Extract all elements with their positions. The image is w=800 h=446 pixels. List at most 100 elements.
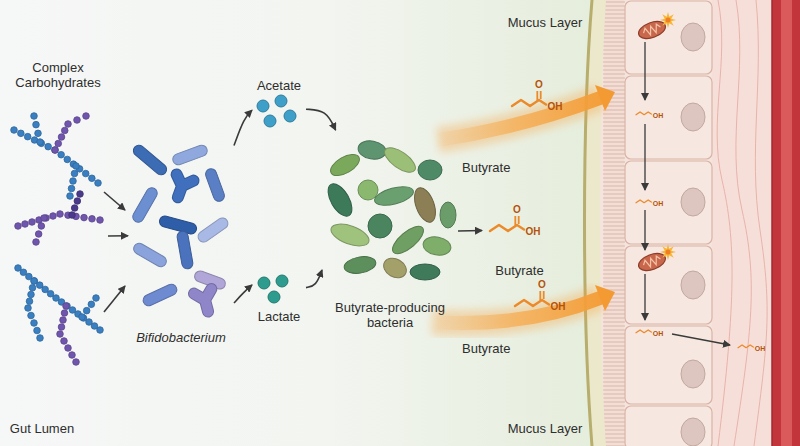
label-block: Acetate — [252, 78, 306, 93]
atom-label: OH — [548, 102, 563, 112]
region-label: Gut Lumen — [10, 422, 74, 435]
atom-label: OH — [755, 345, 766, 352]
sugar-unit — [81, 214, 88, 221]
sugar-unit — [26, 298, 33, 305]
sugar-unit — [35, 130, 42, 137]
sugar-unit — [71, 205, 78, 212]
metabolite-dot — [268, 291, 280, 303]
illustration-part — [169, 174, 193, 200]
illustration-part — [636, 18, 667, 42]
butyrate-molecules — [490, 91, 753, 348]
sugar-unit — [31, 113, 38, 120]
illustration-part — [194, 289, 217, 314]
epithelial-cell — [625, 161, 712, 244]
mitochondrion — [636, 250, 667, 274]
sugar-unit — [57, 331, 64, 338]
illustration-part — [642, 255, 662, 269]
double-bond — [537, 91, 540, 101]
sugar-unit — [31, 278, 38, 285]
bacterium-cell — [343, 254, 377, 275]
epithelial-cell — [625, 76, 712, 159]
metabolite-label: Acetate — [252, 78, 306, 93]
metabolite-label: Butyrate — [462, 341, 562, 356]
metabolite-dot — [264, 115, 276, 127]
molecule-skeleton — [515, 300, 549, 306]
illustration-part — [660, 244, 676, 260]
cell-nucleus — [681, 360, 705, 388]
cell-nucleus — [681, 188, 705, 216]
cell-nucleus — [681, 418, 705, 446]
sugar-unit — [89, 216, 96, 223]
metabolite-group: Lactate — [252, 272, 306, 324]
butyrate-molecule — [738, 345, 753, 348]
group-label: Complex Carbohydrates — [8, 60, 108, 90]
sugar-unit — [55, 140, 62, 147]
butyrate-molecule — [636, 200, 651, 203]
sugar-unit — [79, 314, 86, 321]
microvilli — [603, 0, 625, 446]
bacterium-cell — [368, 214, 392, 238]
molecule-skeleton — [636, 200, 651, 203]
flow-arrow — [306, 270, 322, 288]
region-label: Mucus Layer — [508, 16, 582, 29]
butyrate-molecule — [636, 112, 651, 115]
lumen-ground — [0, 0, 600, 446]
atom-label: OH — [653, 112, 664, 119]
sugar-unit — [61, 338, 68, 345]
sugar-unit — [93, 295, 100, 302]
illustration-part — [169, 174, 193, 200]
molecule-skeleton — [512, 100, 546, 106]
sugar-unit — [63, 303, 70, 310]
sugar-unit — [82, 170, 89, 177]
label-block: Butyrate — [462, 160, 562, 175]
carbohydrate-group: Complex Carbohydrates — [8, 60, 108, 380]
sugar-unit — [52, 147, 59, 154]
illustration-part — [194, 289, 217, 314]
bacterium-cell — [373, 183, 416, 209]
illustration-part — [734, 0, 751, 446]
flow-arrow — [458, 230, 482, 232]
bacteria-group: Bifidobacterium — [128, 135, 234, 345]
region-label: Mucus Layer — [508, 422, 582, 435]
metabolite-dot — [275, 95, 287, 107]
double-bond — [540, 291, 543, 301]
sugar-unit — [71, 170, 78, 177]
illustration-shapes — [11, 1, 730, 446]
sugar-unit — [74, 198, 81, 205]
sugar-unit — [11, 127, 18, 134]
cell-nucleus — [681, 103, 705, 131]
label-block: Butyrate — [482, 263, 557, 278]
bacterium-cell — [323, 180, 357, 220]
bacterium-rod — [204, 167, 226, 203]
atom-label: O — [513, 205, 521, 215]
bacterium-cell — [388, 222, 427, 259]
illustration-part — [432, 298, 600, 323]
energy-burst — [660, 12, 676, 28]
illustration-part — [595, 285, 615, 311]
flow-arrow — [104, 286, 125, 312]
bacterium-cell — [422, 235, 453, 258]
atom-label: OH — [551, 302, 566, 312]
bacterium-cell — [380, 254, 410, 282]
sugar-unit — [38, 223, 45, 230]
epithelial-cell — [625, 1, 712, 74]
sugar-unit — [57, 211, 64, 218]
label-block: Butyrate-producing bacteria — [322, 300, 458, 330]
bifid-bacterium — [194, 289, 217, 314]
mucus-layer — [585, 0, 607, 446]
molecule-skeleton — [636, 112, 651, 115]
sugar-unit — [73, 163, 80, 170]
illustration-part — [666, 18, 671, 23]
sugar-unit — [58, 324, 65, 331]
illustration-part — [660, 12, 676, 28]
bacterium-rod — [141, 282, 178, 307]
sugar-unit — [28, 312, 35, 319]
sugar-unit — [41, 215, 48, 222]
transport-arrow — [644, 210, 645, 250]
illustration-part — [438, 98, 600, 140]
metabolite-dot — [276, 275, 288, 287]
metabolite-label: Lactate — [252, 309, 306, 324]
illustration-part — [666, 250, 671, 255]
bacterium-cell — [410, 264, 440, 280]
